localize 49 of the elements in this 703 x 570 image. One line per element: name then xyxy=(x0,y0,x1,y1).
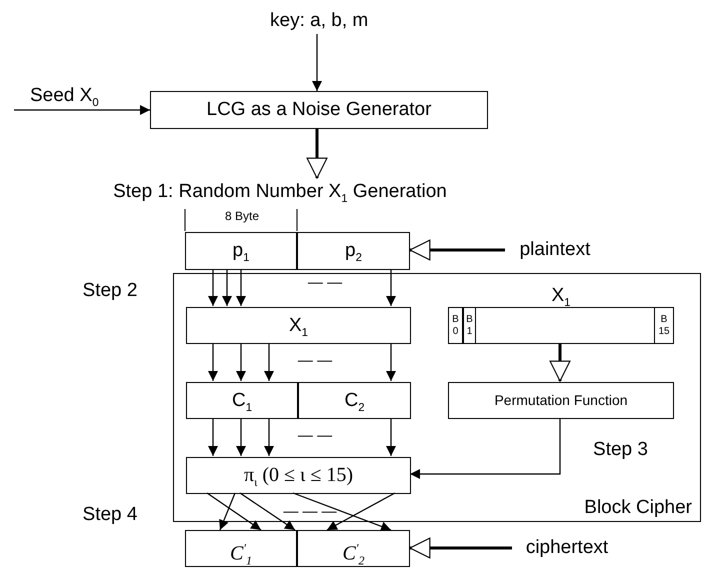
arrow xyxy=(236,418,246,456)
arrow xyxy=(14,105,150,115)
data-block-box: p$_{1}$ xyxy=(185,232,297,270)
arrow xyxy=(219,492,236,530)
omission-dashes: — — — xyxy=(282,502,338,522)
arrow xyxy=(222,270,232,306)
input-label: plaintext xyxy=(505,236,605,264)
register-heading: X$_{1}$ xyxy=(550,285,572,307)
hollow-arrow xyxy=(409,240,505,260)
arrow xyxy=(208,343,218,381)
omission-dashes: — — xyxy=(296,351,334,371)
arrow xyxy=(236,270,246,306)
arrow xyxy=(208,270,218,306)
arrow xyxy=(240,492,296,530)
output-label: ciphertext xyxy=(512,534,622,562)
omission-dashes: — — xyxy=(306,273,344,293)
permutation-box: π$_{ι}$ (0 ≤ ι ≤ 15) xyxy=(186,457,411,494)
function-box: Permutation Function xyxy=(448,382,674,419)
block-cipher-frame xyxy=(173,273,701,522)
key-block-box: X$_{1}$ xyxy=(186,307,411,344)
process-box: LCG as a Noise Generator xyxy=(150,91,488,129)
group-title: Block Cipher xyxy=(584,497,692,519)
arrow xyxy=(264,418,274,456)
arrow xyxy=(410,418,561,479)
dimension-label: 8 Byte xyxy=(224,208,260,224)
data-block-box: p$_{2}$ xyxy=(297,232,410,270)
edge-label: Seed X$_{0}$ xyxy=(30,84,99,108)
arrow xyxy=(386,418,396,456)
arrow xyxy=(208,418,218,456)
cipher-block-box: C$_{1}$ xyxy=(186,382,298,419)
arrow xyxy=(386,270,396,306)
step-label: Step 3 xyxy=(592,438,649,462)
step-heading: Step 1: Random Number X$_{1}$ Generation xyxy=(55,178,505,206)
omission-dashes: — — xyxy=(296,426,334,446)
step-label: Step 2 xyxy=(82,279,138,303)
key-label: key: a, b, m xyxy=(270,8,365,34)
cipher-block-box: C$_{2}$ xyxy=(298,382,411,419)
arrow xyxy=(236,343,246,381)
arrow xyxy=(206,492,262,530)
arrow xyxy=(312,34,322,91)
arrow xyxy=(292,492,392,532)
arrow xyxy=(264,343,274,381)
hollow-arrow xyxy=(306,129,328,179)
byte-cell: B 1 xyxy=(463,307,476,344)
hollow-arrow xyxy=(409,538,512,558)
hollow-arrow xyxy=(550,343,570,382)
arrow xyxy=(386,343,396,381)
arrow xyxy=(326,492,396,531)
step-label: Step 4 xyxy=(82,503,138,527)
